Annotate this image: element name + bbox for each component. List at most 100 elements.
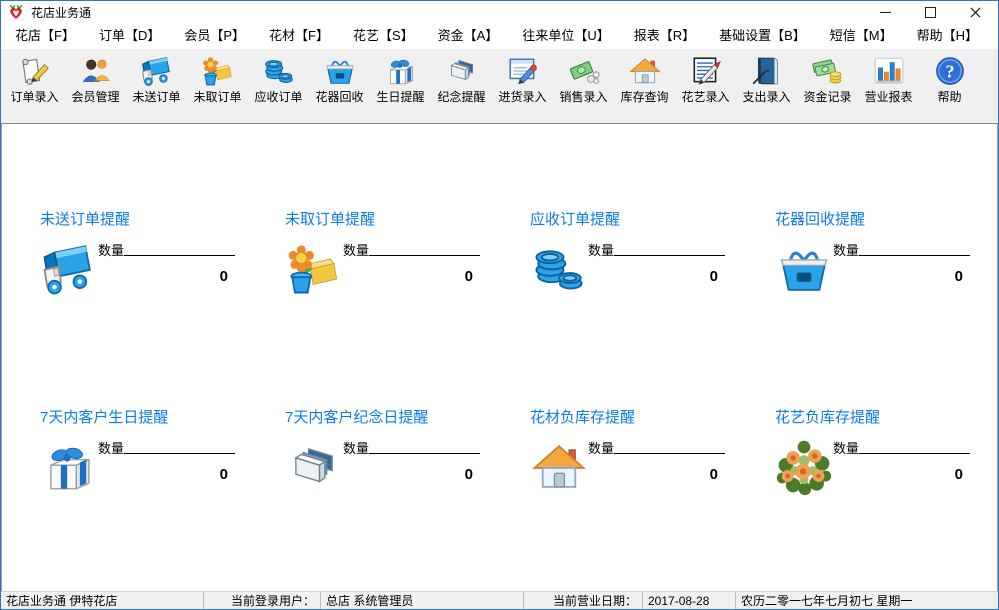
toolbar-button-label: 纪念提醒 — [437, 90, 486, 104]
menu-item-members[interactable]: 会员【P】 — [184, 28, 246, 43]
quantity-value: 0 — [954, 268, 963, 285]
panel-floristry-negative-stock-reminder: 花艺负库存提醒 数量 0 — [775, 406, 970, 496]
status-bar: 花店业务通 伊特花店 当前登录用户： 总店 系统管理员 当前营业日期： 2017… — [1, 591, 998, 609]
app-logo-icon — [8, 4, 24, 20]
toolbar-button-unpicked-orders[interactable]: 未取订单 — [187, 53, 248, 104]
status-segment-app-and-store: 花店业务通 伊特花店 — [1, 592, 204, 609]
toolbar-button-anniversary-reminder[interactable]: 纪念提醒 — [431, 53, 492, 104]
window-title: 花店业务通 — [31, 5, 92, 20]
quantity-value: 0 — [464, 268, 473, 285]
status-segment-lunar-date: 农历二零一七年七月初七 星期一 — [741, 594, 913, 608]
quantity-value: 0 — [464, 466, 473, 483]
toolbar-button-business-report[interactable]: 营业报表 — [858, 53, 919, 104]
status-segment-business-date-value: 2017-08-28 — [643, 592, 736, 609]
quantity-label: 数量 — [588, 243, 615, 258]
toolbar-button-label: 花艺录入 — [681, 90, 730, 104]
panel-anniversary-7day-reminder: 7天内客户纪念日提醒 数量 0 — [285, 406, 480, 496]
scroll-pen-icon — [18, 54, 52, 88]
quantity-label: 数量 — [833, 243, 860, 258]
close-button[interactable] — [953, 1, 998, 23]
truck-icon — [140, 54, 174, 88]
toolbar-button-fund-records[interactable]: 资金记录 — [797, 53, 858, 104]
toolbar-button-sales-entry[interactable]: 销售录入 — [553, 53, 614, 104]
main-area: 未送订单提醒 数量 0 未取订单提醒 — [1, 124, 998, 591]
status-segment-business-date-label: 当前营业日期： — [524, 592, 643, 609]
toolbar-button-label: 应收订单 — [254, 90, 303, 104]
quantity-label: 数量 — [343, 441, 370, 456]
menu-item-floristry[interactable]: 花艺【S】 — [352, 28, 414, 43]
menu-item-help[interactable]: 帮助【H】 — [916, 28, 978, 43]
quantity-label: 数量 — [98, 243, 125, 258]
toolbar-button-label: 支出录入 — [742, 90, 791, 104]
quantity-underline — [859, 452, 970, 454]
menu-item-contacts[interactable]: 往来单位【U】 — [522, 28, 610, 43]
quantity-label: 数量 — [343, 243, 370, 258]
toolbar-button-stock-query[interactable]: 库存查询 — [614, 53, 675, 104]
panel-receivable-orders-reminder: 应收订单提醒 数量 0 — [530, 208, 725, 298]
toolbar-button-label: 进货录入 — [498, 90, 547, 104]
panel-title: 7天内客户生日提醒 — [40, 409, 169, 426]
panel-material-negative-stock-reminder: 花材负库存提醒 数量 0 — [530, 406, 725, 496]
panel-title: 花艺负库存提醒 — [775, 409, 881, 426]
quantity-underline — [124, 254, 235, 256]
house-icon — [530, 438, 588, 496]
quantity-value: 0 — [954, 466, 963, 483]
toolbar-button-birthday-reminder[interactable]: 生日提醒 — [370, 53, 431, 104]
boxes-icon — [445, 54, 479, 88]
basket-icon — [323, 54, 357, 88]
cash-icon — [811, 54, 845, 88]
menu-item-shop[interactable]: 花店【F】 — [15, 28, 75, 43]
status-segment-login-user-label: 当前登录用户： — [204, 592, 321, 609]
toolbar-button-label: 帮助 — [937, 90, 962, 104]
gift-icon — [40, 438, 98, 496]
chart-icon — [872, 54, 906, 88]
maximize-button[interactable] — [908, 1, 953, 23]
basket-icon — [775, 240, 833, 298]
menu-item-orders[interactable]: 订单【D】 — [98, 28, 161, 43]
panel-undelivered-orders-reminder: 未送订单提醒 数量 0 — [40, 208, 235, 298]
panel-birthday-7day-reminder: 7天内客户生日提醒 数量 0 — [40, 406, 235, 496]
quantity-value: 0 — [219, 268, 228, 285]
toolbar-button-member-management[interactable]: 会员管理 — [65, 53, 126, 104]
quantity-label: 数量 — [98, 441, 125, 456]
toolbar-button-purchase-entry[interactable]: 进货录入 — [492, 53, 553, 104]
book-icon — [750, 54, 784, 88]
toolbar-button-help[interactable]: 帮助 — [919, 53, 980, 104]
toolbar-button-floristry-entry[interactable]: 花艺录入 — [675, 53, 736, 104]
window-controls — [863, 1, 998, 23]
menu-item-sms[interactable]: 短信【M】 — [829, 28, 893, 43]
title-bar: 花店业务通 — [1, 1, 998, 23]
quantity-underline — [614, 452, 725, 454]
menu-item-materials[interactable]: 花材【F】 — [269, 28, 329, 43]
quantity-underline — [124, 452, 235, 454]
bouquet-icon — [775, 438, 833, 496]
gift-icon — [384, 54, 418, 88]
toolbar-button-vase-recycle[interactable]: 花器回收 — [309, 53, 370, 104]
minimize-button[interactable] — [863, 1, 908, 23]
toolbar-button-order-entry[interactable]: 订单录入 — [4, 53, 65, 104]
menu-item-reports[interactable]: 报表【R】 — [633, 28, 696, 43]
minimize-icon — [880, 11, 891, 13]
quantity-value: 0 — [219, 466, 228, 483]
toolbar-button-undelivered-orders[interactable]: 未送订单 — [126, 53, 187, 104]
menu-item-settings[interactable]: 基础设置【B】 — [719, 28, 806, 43]
panel-title: 花材负库存提醒 — [530, 409, 636, 426]
status-segment-login-user-value: 总店 系统管理员 — [321, 592, 524, 609]
toolbar-button-receivable-orders[interactable]: 应收订单 — [248, 53, 309, 104]
panel-unpicked-orders-reminder: 未取订单提醒 数量 0 — [285, 208, 480, 298]
flower-box-icon — [201, 54, 235, 88]
toolbar-button-label: 未取订单 — [193, 90, 242, 104]
quantity-underline — [614, 254, 725, 256]
toolbar-button-label: 花器回收 — [315, 90, 364, 104]
house-icon — [628, 54, 662, 88]
toolbar-button-label: 销售录入 — [559, 90, 608, 104]
toolbar-button-label: 生日提醒 — [376, 90, 425, 104]
menu-item-funds[interactable]: 资金【A】 — [437, 28, 499, 43]
toolbar-button-label: 营业报表 — [864, 90, 913, 104]
coins-icon — [262, 54, 296, 88]
close-icon — [970, 6, 981, 18]
toolbar-button-expense-entry[interactable]: 支出录入 — [736, 53, 797, 104]
panel-title: 未取订单提醒 — [285, 211, 376, 228]
panel-title: 7天内客户纪念日提醒 — [285, 409, 429, 426]
